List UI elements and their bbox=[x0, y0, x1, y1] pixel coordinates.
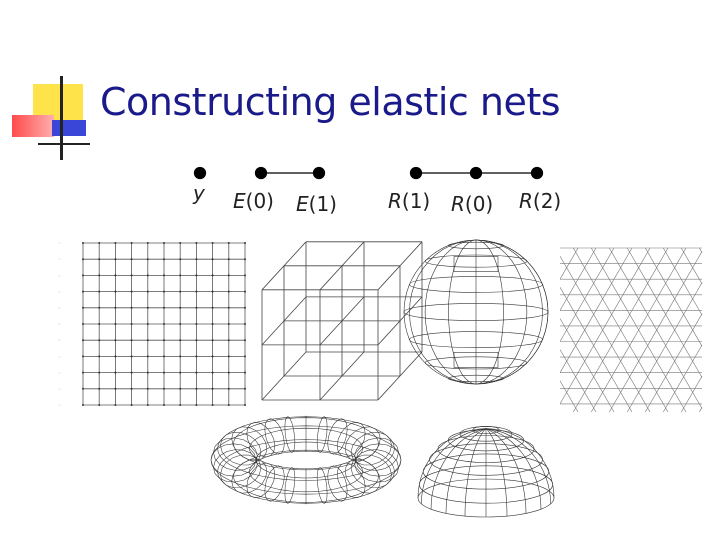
deco-red-bar bbox=[12, 115, 54, 137]
svg-text:◦: ◦ bbox=[58, 371, 61, 377]
node-label-r2: R(2) bbox=[519, 189, 562, 213]
node-label-e0: E(0) bbox=[233, 189, 274, 213]
node-e1 bbox=[312, 166, 326, 180]
node-label-y: y bbox=[193, 181, 205, 205]
node-r0 bbox=[469, 166, 483, 180]
svg-text:◦: ◦ bbox=[58, 387, 61, 393]
sphere-net bbox=[403, 239, 549, 385]
svg-text:◦: ◦ bbox=[58, 322, 61, 328]
node-y bbox=[193, 166, 207, 180]
svg-text:◦: ◦ bbox=[58, 338, 61, 344]
svg-text:◦: ◦ bbox=[58, 290, 61, 296]
deco-horizontal-line bbox=[38, 143, 90, 145]
svg-text:◦: ◦ bbox=[58, 241, 61, 247]
square-grid-net: ◦ ◦ ◦ ◦ ◦ ◦ ◦ ◦ ◦ ◦ ◦ bbox=[58, 241, 246, 409]
slide-title: Constructing elastic nets bbox=[100, 80, 561, 124]
svg-text:◦: ◦ bbox=[58, 354, 61, 360]
cube-grid-net bbox=[261, 241, 423, 401]
node-r2 bbox=[530, 166, 544, 180]
svg-text:◦: ◦ bbox=[58, 273, 61, 279]
deco-vertical-line bbox=[60, 76, 63, 160]
svg-text:◦: ◦ bbox=[58, 257, 61, 263]
svg-text:◦: ◦ bbox=[58, 306, 61, 312]
hemisphere-net bbox=[417, 425, 555, 518]
node-label-r0: R(0) bbox=[451, 192, 494, 216]
node-r1 bbox=[409, 166, 423, 180]
triangular-net bbox=[559, 247, 703, 413]
torus-net bbox=[210, 415, 402, 505]
svg-text:◦: ◦ bbox=[58, 403, 61, 409]
node-label-e1: E(1) bbox=[296, 192, 337, 216]
node-label-r1: R(1) bbox=[388, 189, 431, 213]
node-e0 bbox=[254, 166, 268, 180]
